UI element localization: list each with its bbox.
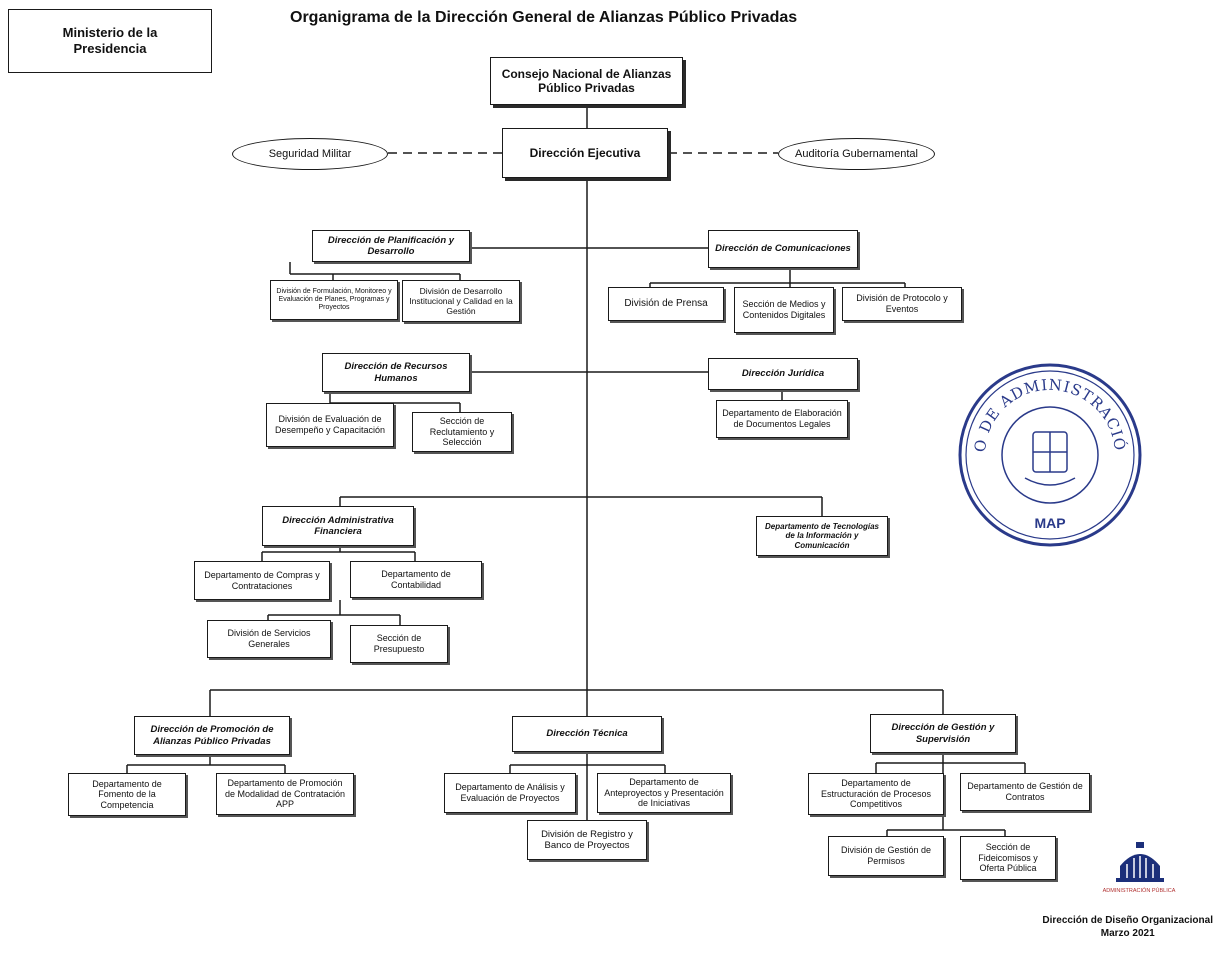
- node-div-prensa: División de Prensa: [608, 287, 724, 321]
- node-div-formulacion: División de Formulación, Monitoreo y Eva…: [270, 280, 398, 320]
- node-dep-analisis: Departamento de Análisis y Evaluación de…: [444, 773, 576, 813]
- node-div-servicios: División de Servicios Generales: [207, 620, 331, 658]
- node-dep-estructuracion: Departamento de Estructuración de Proces…: [808, 773, 944, 815]
- node-dep-contabilidad: Departamento de Contabilidad: [350, 561, 482, 598]
- node-sec-fideicomisos: Sección de Fideicomisos y Oferta Pública: [960, 836, 1056, 880]
- node-gestion: Dirección de Gestión y Supervisión: [870, 714, 1016, 753]
- node-sec-presupuesto: Sección de Presupuesto: [350, 625, 448, 663]
- node-direccion-ejecutiva: Dirección Ejecutiva: [502, 128, 668, 178]
- node-promocion: Dirección de Promoción de Alianzas Públi…: [134, 716, 290, 755]
- seal-abbr: MAP: [1034, 515, 1065, 531]
- node-sec-medios: Sección de Medios y Contenidos Digitales: [734, 287, 834, 333]
- node-planificacion: Dirección de Planificación y Desarrollo: [312, 230, 470, 262]
- node-div-evaluacion: División de Evaluación de Desempeño y Ca…: [266, 403, 394, 447]
- ministry-box: Ministerio de la Presidencia: [8, 9, 212, 73]
- node-administrativa: Dirección Administrativa Financiera: [262, 506, 414, 546]
- node-div-permisos: División de Gestión de Permisos: [828, 836, 944, 876]
- footer-logo-label: ADMINISTRACIÓN PÚBLICA: [1102, 888, 1176, 894]
- node-dep-compras: Departamento de Compras y Contrataciones: [194, 561, 330, 600]
- node-dep-anteproyectos: Departamento de Anteproyectos y Presenta…: [597, 773, 731, 813]
- map-seal-icon: MINISTERIO DE ADMINISTRACIÓN PÚBLICA MAP: [955, 360, 1142, 547]
- footer-credit: Dirección de Diseño Organizacional Marzo…: [1042, 915, 1213, 940]
- node-dep-tic: Departamento de Tecnologías de la Inform…: [756, 516, 888, 556]
- node-seguridad-militar: Seguridad Militar: [232, 138, 388, 170]
- footer-date: Marzo 2021: [1100, 927, 1155, 939]
- node-dep-gestion-contratos: Departamento de Gestión de Contratos: [960, 773, 1090, 811]
- node-consejo: Consejo Nacional de Alianzas Público Pri…: [490, 57, 683, 105]
- chart-title: Organigrama de la Dirección General de A…: [290, 9, 798, 26]
- node-div-protocolo: División de Protocolo y Eventos: [842, 287, 962, 321]
- node-auditoria: Auditoría Gubernamental: [778, 138, 935, 170]
- node-sec-reclutamiento: Sección de Reclutamiento y Selección: [412, 412, 512, 452]
- administracion-publica-logo-icon: [1116, 842, 1164, 882]
- node-div-desarrollo-inst: División de Desarrollo Institucional y C…: [402, 280, 520, 322]
- node-tecnica: Dirección Técnica: [512, 716, 662, 752]
- footer-unit: Dirección de Diseño Organizacional: [1042, 915, 1213, 926]
- node-div-registro: División de Registro y Banco de Proyecto…: [527, 820, 647, 860]
- node-rrhh: Dirección de Recursos Humanos: [322, 353, 470, 392]
- node-dep-promocion-modalidad: Departamento de Promoción de Modalidad d…: [216, 773, 354, 815]
- node-comunicaciones: Dirección de Comunicaciones: [708, 230, 858, 268]
- node-juridica: Dirección Jurídica: [708, 358, 858, 390]
- node-dep-documentos: Departamento de Elaboración de Documento…: [716, 400, 848, 438]
- node-dep-fomento: Departamento de Fomento de la Competenci…: [68, 773, 186, 816]
